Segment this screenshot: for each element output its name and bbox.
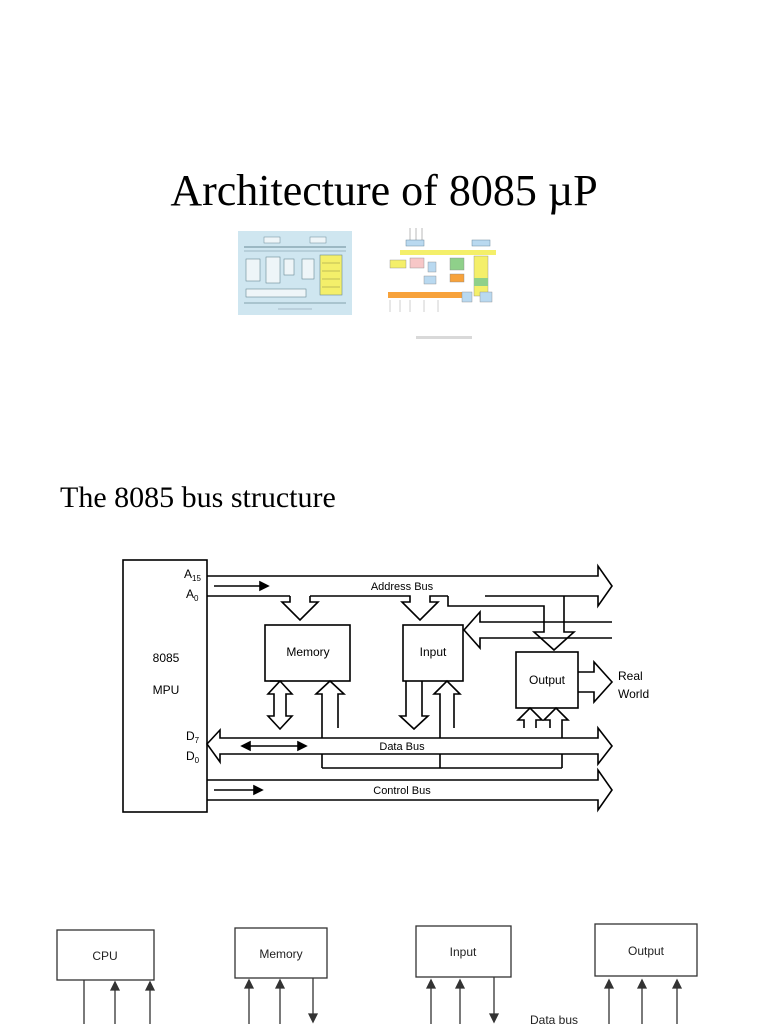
output-label: Output — [529, 673, 566, 687]
cpu-block — [56, 929, 155, 981]
address-bus-label: Address Bus — [371, 581, 434, 593]
address-to-output-arrow — [447, 596, 577, 652]
data-bus-arrow — [205, 725, 614, 767]
data-to-output-arrow — [516, 706, 544, 728]
address-bus-arrow — [207, 563, 613, 609]
bus-structure-drawing: 8085 MPU A15 A0 D7 D0 Address Bus Memory… — [122, 559, 649, 813]
pin-a15: A15 — [184, 567, 201, 583]
control-bus-arrow — [207, 767, 613, 813]
mpu-label-top: 8085 — [153, 651, 180, 665]
memory-data-bidirectional-arrow — [266, 680, 294, 731]
memory-label: Memory — [286, 645, 329, 659]
architecture-thumbnail-blue-drawing — [238, 231, 352, 315]
world-label: World — [618, 687, 649, 701]
control-to-input-up-arrow — [432, 679, 462, 768]
input-block — [402, 624, 464, 682]
input-label: Input — [420, 645, 447, 659]
system-bus-drawing: CPU Memory Input Output Data bus — [56, 923, 698, 1027]
cpu-label: CPU — [92, 949, 117, 963]
real-world-arrow — [578, 659, 614, 705]
bus-structure-diagram: 8085 MPU A15 A0 D7 D0 Address Bus Memory… — [110, 548, 650, 830]
mpu-block — [122, 559, 208, 813]
mpu-label-bottom: MPU — [153, 683, 180, 697]
lower-memory-label: Memory — [259, 947, 302, 961]
control-to-output-arrow — [542, 706, 570, 768]
address-to-input-arrow — [310, 595, 448, 622]
data-bus-label: Data Bus — [379, 741, 425, 753]
control-bus-label: Control Bus — [373, 785, 431, 797]
architecture-thumbnail-blue — [238, 231, 352, 315]
pin-d7: D7 — [186, 729, 200, 745]
lower-input-label: Input — [450, 945, 477, 959]
real-label: Real — [618, 669, 643, 683]
lower-output-label: Output — [628, 944, 665, 958]
lower-memory-block — [234, 927, 328, 979]
pin-d0: D0 — [186, 749, 200, 765]
system-bus-diagram: CPU Memory Input Output Data bus — [0, 900, 768, 1027]
input-to-data-arrow — [397, 681, 431, 731]
output-block — [515, 651, 579, 709]
lower-input-block — [415, 925, 512, 978]
section-heading: The 8085 bus structure — [60, 481, 336, 514]
architecture-thumbnail-color-drawing — [388, 228, 496, 339]
architecture-thumbnail-color — [380, 226, 504, 344]
control-to-input-arrow — [462, 609, 612, 651]
address-to-memory-arrow — [280, 596, 320, 622]
slide-title: Architecture of 8085 µP — [170, 166, 598, 215]
pin-a0: A0 — [186, 587, 199, 603]
memory-block — [264, 624, 351, 682]
lower-data-bus-label: Data bus — [530, 1013, 578, 1024]
control-to-memory-arrow — [313, 679, 347, 768]
lower-output-block — [594, 923, 698, 977]
